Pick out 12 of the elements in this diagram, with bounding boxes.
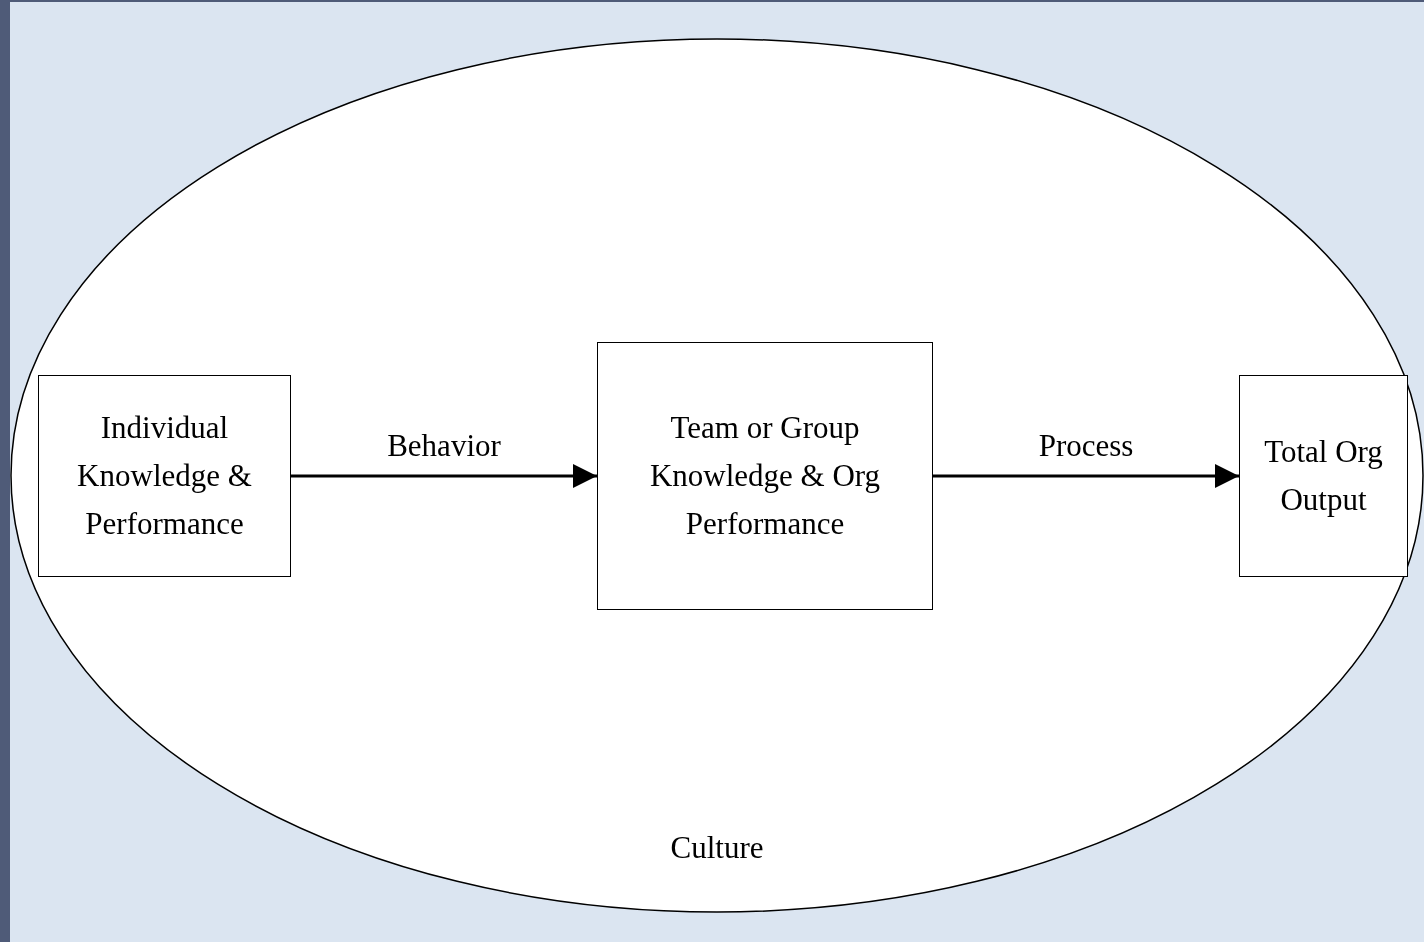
arrow [291, 464, 597, 488]
culture-ellipse [10, 38, 1424, 913]
process-box [38, 375, 291, 577]
box-label: Total Org Output [1263, 433, 1384, 519]
edge-label: Process [1038, 428, 1134, 464]
arrow [933, 464, 1239, 488]
process-box [597, 342, 933, 610]
box-label: Individual Knowledge & Performance [76, 409, 253, 543]
region-label: Culture [670, 830, 764, 866]
process-box [1239, 375, 1408, 577]
edge-label: Behavior [387, 428, 501, 464]
box-label: Team or Group Knowledge & Org Performance [648, 409, 882, 543]
